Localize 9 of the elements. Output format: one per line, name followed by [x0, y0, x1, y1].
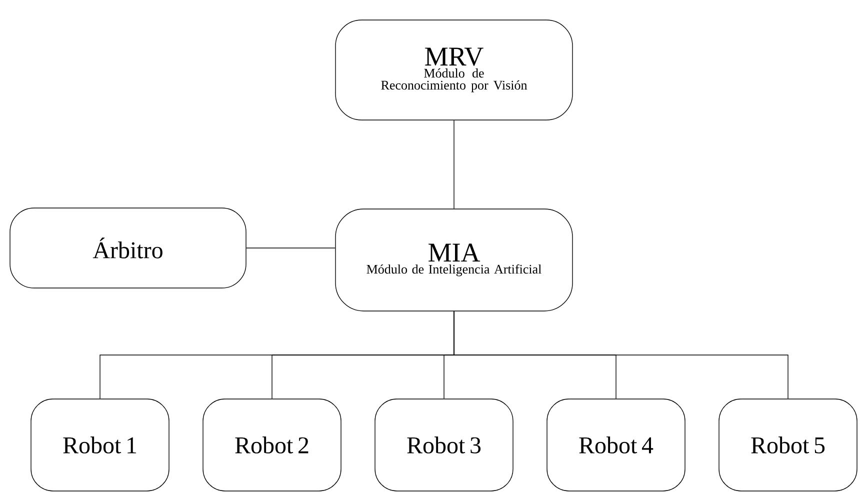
process-box: Robot 3: [374, 398, 514, 492]
process-box: Robot 5: [718, 398, 858, 492]
process-box: Robot 1: [30, 398, 170, 492]
process-box: Robot 2: [202, 398, 342, 492]
connector-line: [454, 311, 788, 399]
process-box: MRV Módulo de Reconocimiento por Visión: [335, 20, 573, 120]
process-box: MIA Módulo de Inteligencia Artificial: [335, 208, 573, 312]
process-box: Árbitro: [10, 208, 246, 288]
process-box: Robot 4: [546, 398, 686, 492]
